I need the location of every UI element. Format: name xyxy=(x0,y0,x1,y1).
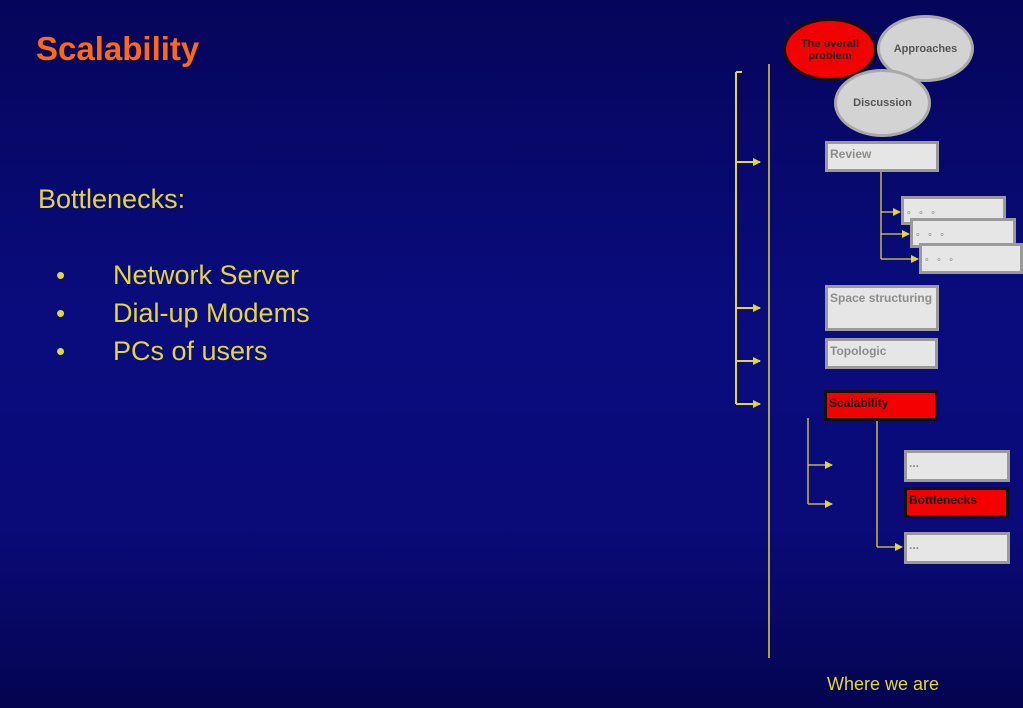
discussion-oval[interactable]: Discussion xyxy=(834,69,931,137)
bullet-icon: • xyxy=(56,260,66,290)
space-structuring-box[interactable]: Space structuring xyxy=(825,285,939,331)
scalability-sub-box-2[interactable]: ... xyxy=(904,532,1010,564)
review-sub-box-3[interactable]: ∘ ∘ ∘ xyxy=(919,243,1023,274)
slide-title: Scalability xyxy=(36,30,200,67)
overall-problem-oval[interactable]: The overall problem xyxy=(783,18,877,81)
bullet-icon: • xyxy=(56,298,66,328)
bullet-text: PCs of users xyxy=(113,336,268,366)
review-box[interactable]: Review xyxy=(825,141,939,172)
section-heading: Bottlenecks: xyxy=(38,184,186,214)
bullet-icon: • xyxy=(56,336,66,366)
bullet-text: Dial-up Modems xyxy=(113,298,310,328)
where-we-are-label: Where we are xyxy=(827,674,940,694)
topologic-box[interactable]: Topologic xyxy=(825,338,938,369)
bullet-text: Network Server xyxy=(113,260,300,290)
scalability-box[interactable]: Scalability xyxy=(824,390,938,421)
scalability-sub-box-1[interactable]: ... xyxy=(904,450,1010,482)
bottlenecks-box[interactable]: Bottlenecks xyxy=(904,487,1009,518)
